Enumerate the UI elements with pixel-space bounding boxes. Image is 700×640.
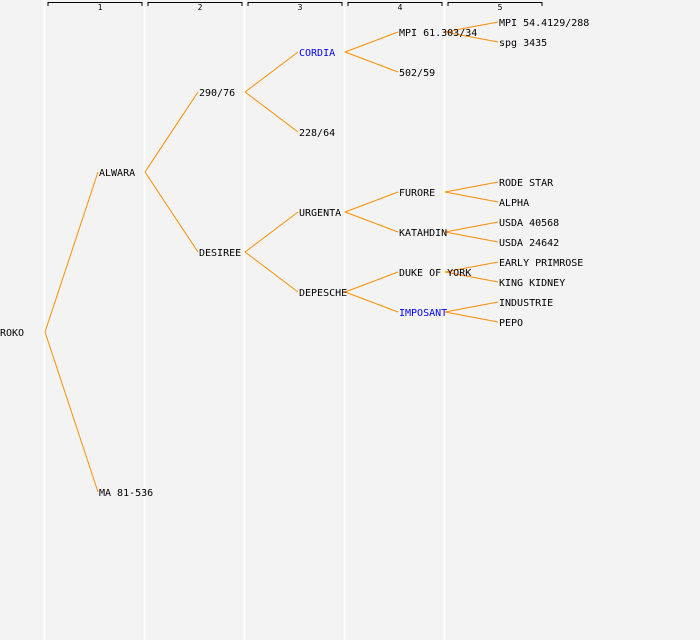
connector-line xyxy=(444,181,499,193)
connector-line xyxy=(344,291,399,313)
pedigree-nodes: ROKO ALWARA 290/76 CORDIA MPI 61.303/34 MPI 5… xyxy=(0,18,589,499)
generation-number: 2 xyxy=(198,3,203,12)
connector-line xyxy=(444,261,499,273)
pedigree-node[interactable]: MPI 54.4129/288 xyxy=(499,18,589,29)
pedigree-node[interactable]: KATAHDIN xyxy=(399,228,447,239)
connector-line xyxy=(344,51,399,73)
generation-bracket xyxy=(147,2,243,6)
connector-line xyxy=(344,271,399,293)
pedigree-node[interactable]: DESIREE xyxy=(199,248,241,259)
generation-bracket xyxy=(347,2,443,6)
pedigree-node[interactable]: CORDIA xyxy=(299,48,335,59)
pedigree-node[interactable]: EARLY PRIMROSE xyxy=(499,258,583,269)
pedigree-node[interactable]: MA 81-536 xyxy=(99,488,153,499)
column-separators xyxy=(43,0,446,640)
generation-bracket xyxy=(47,2,143,6)
connector-line xyxy=(244,51,299,93)
connector-line xyxy=(444,311,499,323)
connector-line xyxy=(44,171,99,333)
pedigree-node[interactable]: MPI 61.303/34 xyxy=(399,28,477,39)
connector-line xyxy=(444,231,499,243)
pedigree-node[interactable]: FURORE xyxy=(399,188,435,199)
pedigree-node[interactable]: DUKE OF YORK xyxy=(399,268,471,279)
generation-bracket xyxy=(247,2,343,6)
generation-headers: 1 2 3 4 5 xyxy=(47,2,543,12)
pedigree-node[interactable]: 502/59 xyxy=(399,68,435,79)
pedigree-node[interactable]: USDA 40568 xyxy=(499,218,559,229)
pedigree-node[interactable]: PEPO xyxy=(499,318,523,329)
pedigree-node[interactable]: 228/64 xyxy=(299,128,335,139)
pedigree-node[interactable]: KING KIDNEY xyxy=(499,278,565,289)
generation-number: 5 xyxy=(498,3,503,12)
pedigree-node[interactable]: ROKO xyxy=(0,328,24,339)
connector-line xyxy=(144,91,199,173)
connector-line xyxy=(344,191,399,213)
connector-line xyxy=(244,91,299,133)
connector-lines xyxy=(44,21,499,493)
generation-number: 1 xyxy=(98,3,103,12)
connector-line xyxy=(144,171,199,253)
pedigree-node[interactable]: USDA 24642 xyxy=(499,238,559,249)
pedigree-node[interactable]: ALWARA xyxy=(99,168,135,179)
connector-line xyxy=(444,301,499,313)
connector-line xyxy=(444,191,499,203)
pedigree-node[interactable]: 290/76 xyxy=(199,88,235,99)
connector-line xyxy=(444,21,499,33)
pedigree-node[interactable]: ALPHA xyxy=(499,198,529,209)
pedigree-node[interactable]: INDUSTRIE xyxy=(499,298,553,309)
pedigree-node[interactable]: DEPESCHE xyxy=(299,288,347,299)
connector-line xyxy=(344,211,399,233)
connector-line xyxy=(444,271,499,283)
pedigree-node[interactable]: URGENTA xyxy=(299,208,341,219)
pedigree-node[interactable]: RODE STAR xyxy=(499,178,554,189)
generation-bracket xyxy=(447,2,543,6)
connector-line xyxy=(344,31,399,53)
connector-line xyxy=(244,251,299,293)
generation-number: 3 xyxy=(298,3,303,12)
connector-line xyxy=(444,31,499,43)
connector-line xyxy=(444,221,499,233)
connector-line xyxy=(244,211,299,253)
pedigree-node[interactable]: IMPOSANT xyxy=(399,308,447,319)
pedigree-node[interactable]: spg 3435 xyxy=(499,38,547,49)
connector-line xyxy=(44,331,99,493)
generation-number: 4 xyxy=(398,3,403,12)
